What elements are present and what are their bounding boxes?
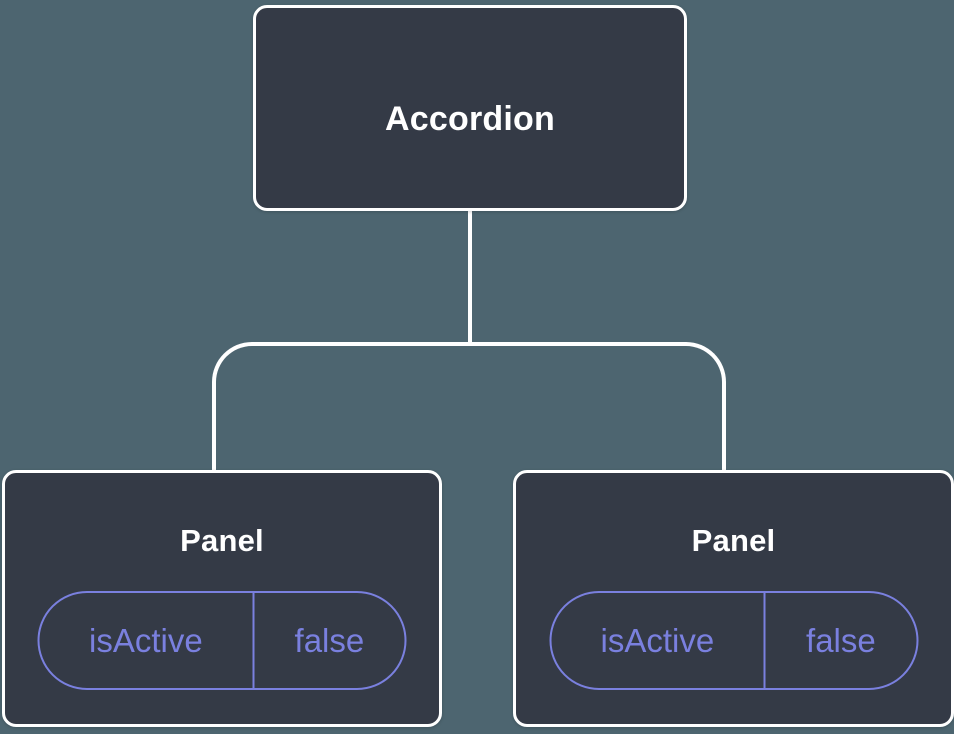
node-label: Accordion xyxy=(385,100,555,138)
tree-node-accordion: Accordion xyxy=(253,5,687,211)
tree-node-panel-left: Panel isActive false xyxy=(2,470,442,727)
state-key: isActive xyxy=(600,621,715,659)
state-pill: isActive false xyxy=(37,591,407,690)
node-label: Panel xyxy=(691,523,776,558)
state-pill: isActive false xyxy=(549,591,918,690)
state-value: false xyxy=(252,593,404,688)
tree-node-panel-right: Panel isActive false xyxy=(513,470,954,727)
state-key: isActive xyxy=(89,621,203,659)
node-label: Panel xyxy=(180,523,264,558)
state-value: false xyxy=(763,593,916,688)
connector-bracket-line xyxy=(212,342,726,472)
connector-stem-line xyxy=(468,209,472,344)
